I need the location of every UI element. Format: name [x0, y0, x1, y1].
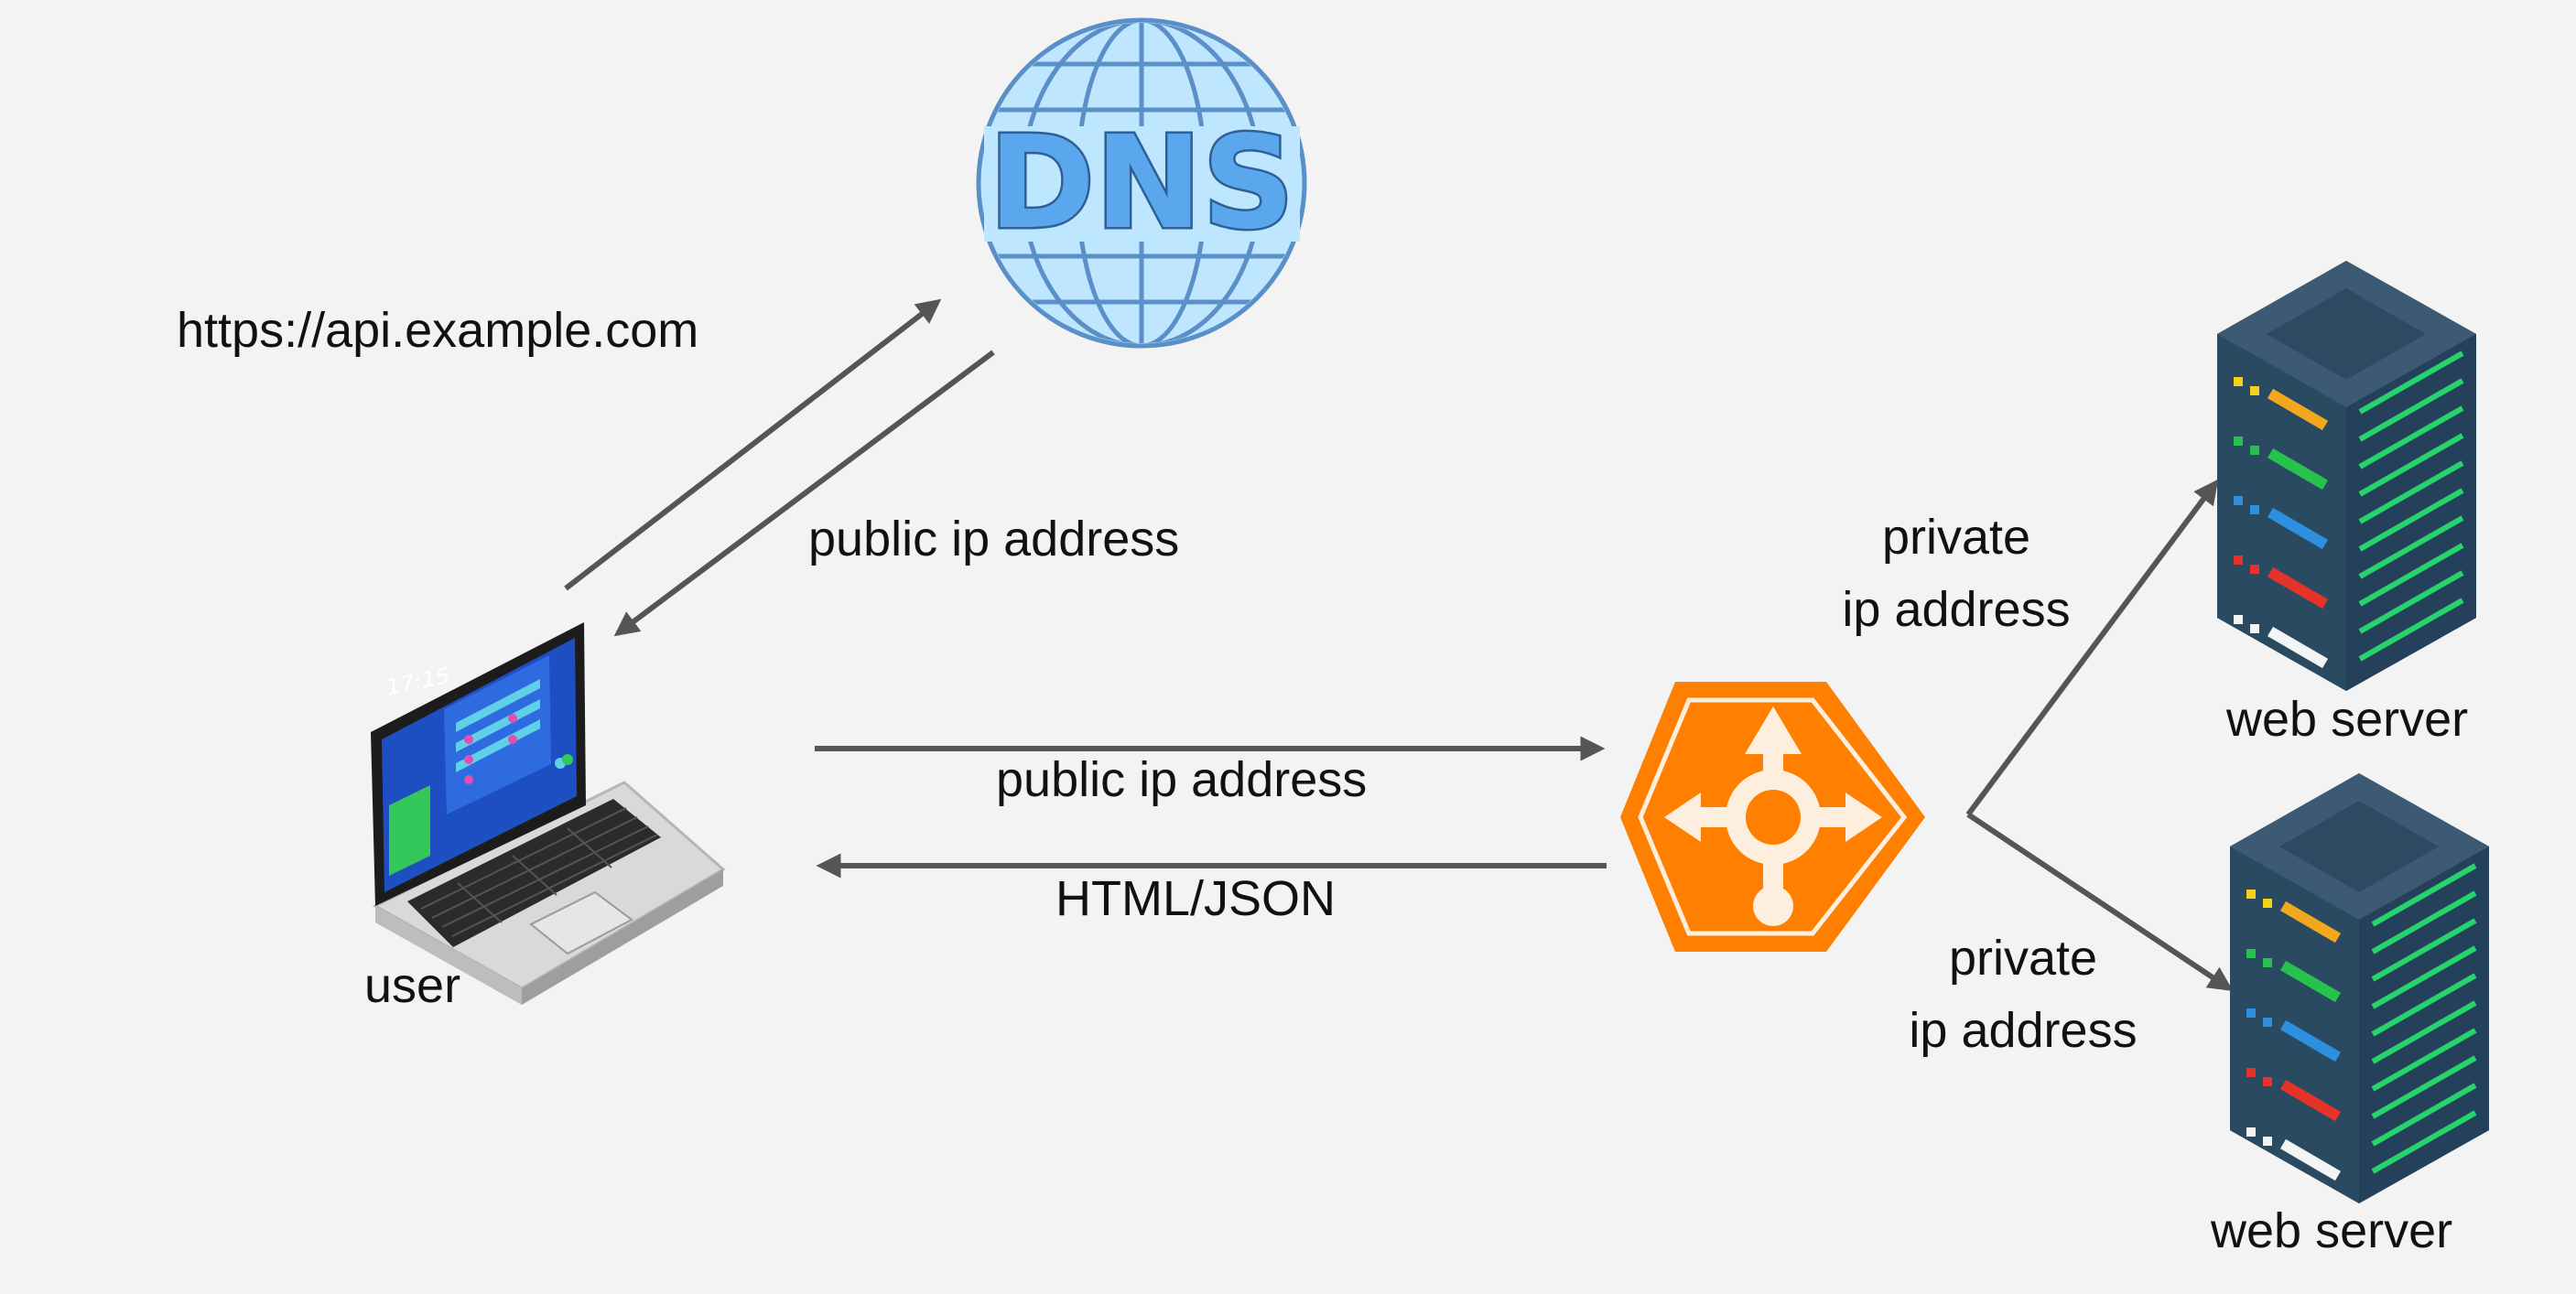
- server-top-label: web server: [2226, 692, 2469, 747]
- request-url-label: https://api.example.com: [177, 303, 699, 358]
- user-laptop-icon: 17:15: [371, 622, 726, 1005]
- load-balancer-icon: [1620, 682, 1925, 952]
- server-bottom-icon: [2230, 773, 2489, 1203]
- user-label: user: [364, 958, 461, 1013]
- dns-query-arrow: [564, 298, 942, 591]
- request-label: public ip address: [996, 752, 1368, 807]
- server-top-link-label-line2: ip address: [1842, 582, 2071, 637]
- response-label: HTML/JSON: [1055, 871, 1337, 926]
- server-bottom-label: web server: [2211, 1203, 2453, 1258]
- lb-to-server-top-arrow: [1965, 479, 2219, 816]
- server-top-icon: [2217, 261, 2476, 691]
- server-bottom-link-label-line1: private: [1948, 931, 2098, 986]
- dns-label: DNS: [989, 109, 1294, 258]
- laptop-screen-clock: 17:15: [386, 662, 449, 701]
- dns-response-label: public ip address: [808, 512, 1180, 566]
- lb-to-server-bottom-arrow: [1966, 812, 2234, 991]
- server-top-link-label-line1: private: [1881, 510, 2031, 565]
- dns-response-arrow: [613, 350, 995, 637]
- dns-globe-icon: DNS: [976, 17, 1307, 349]
- server-bottom-link-label-line2: ip address: [1909, 1003, 2138, 1058]
